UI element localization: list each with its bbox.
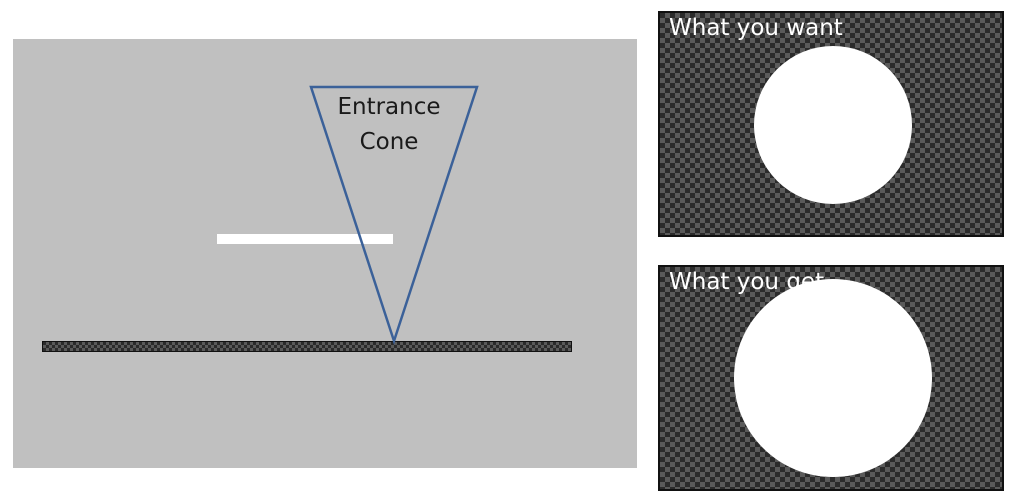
what-you-want-panel: What you want <box>658 11 1004 237</box>
sharp-white-disc <box>754 46 912 204</box>
entrance-cone-label: Entrance Cone <box>320 90 458 160</box>
what-you-get-panel: What you get <box>658 265 1004 491</box>
glowing-white-disc <box>734 279 932 477</box>
cone-label-line-2: Cone <box>359 129 419 155</box>
what-you-want-title: What you want <box>669 15 843 41</box>
white-occluder-bar <box>217 234 393 244</box>
what-you-get-title: What you get <box>669 269 825 295</box>
checkered-ground-strip <box>42 341 572 352</box>
cone-label-line-1: Entrance <box>337 94 441 120</box>
